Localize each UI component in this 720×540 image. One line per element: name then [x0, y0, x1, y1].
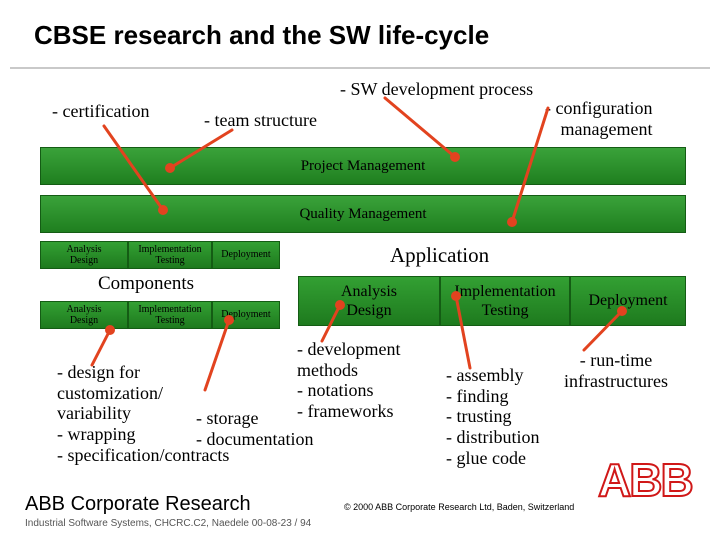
label-certification: - certification — [52, 101, 150, 121]
connector-dot-component-deployment — [224, 315, 234, 325]
connector-dot-app-analysis — [335, 300, 345, 310]
connector-dot-project-management-right — [450, 152, 460, 162]
connector-app-deployment — [582, 309, 624, 352]
label-sw-process: - SW development process — [340, 79, 534, 99]
title-divider — [10, 67, 710, 69]
connector-dot-quality-management-right — [507, 217, 517, 227]
connector-app-implementation — [454, 294, 472, 370]
connector-app-analysis — [320, 303, 342, 343]
application-label: Application — [390, 243, 490, 267]
note-design: - design for customization/ variability … — [57, 362, 230, 465]
connector-team-structure — [168, 128, 234, 170]
connector-dot-app-implementation — [451, 291, 461, 301]
label-team-structure: - team structure — [204, 110, 317, 130]
abb-logo-graphic: ABB — [597, 453, 695, 507]
connector-dot-app-deployment — [617, 306, 627, 316]
component-implementation-testing-2: Implementation Testing — [128, 301, 212, 329]
quality-management-label: Quality Management — [299, 206, 427, 222]
footer-organization: ABB Corporate Research — [25, 493, 251, 515]
connector-configuration — [510, 106, 550, 224]
app-deployment: Deployment — [570, 276, 686, 326]
component-deployment-2: Deployment — [212, 301, 280, 329]
connector-dot-component-design — [105, 325, 115, 335]
component-deployment-1: Deployment — [212, 241, 280, 269]
connector-component-design — [90, 328, 112, 367]
note-storage: - storage - documentation — [196, 408, 314, 449]
connector-component-deployment — [203, 318, 231, 392]
component-analysis-design-1: Analysis Design — [40, 241, 128, 269]
project-management-bar: Project Management — [40, 147, 686, 185]
components-label: Components — [98, 273, 195, 294]
note-development: - development methods - notations - fram… — [297, 339, 401, 422]
connector-dot-quality-management — [158, 205, 168, 215]
app-analysis-design: Analysis Design — [298, 276, 440, 326]
footer-copyright: © 2000 ABB Corporate Research Ltd, Baden… — [344, 502, 575, 512]
project-management-label: Project Management — [300, 158, 426, 174]
note-runtime: - run-time infrastructures — [564, 350, 668, 391]
note-assembly: - assembly - finding - trusting - distri… — [446, 365, 540, 468]
footer-subtitle: Industrial Software Systems, CHCRC.C2, N… — [25, 518, 312, 529]
component-analysis-design-2: Analysis Design — [40, 301, 128, 329]
component-implementation-testing-1: Implementation Testing — [128, 241, 212, 269]
connector-dot-project-management-left — [165, 163, 175, 173]
quality-management-bar: Quality Management — [40, 195, 686, 233]
abb-logo-text: ABB — [598, 456, 692, 504]
abb-logo: ABB — [596, 453, 706, 514]
connector-sw-process — [383, 96, 457, 159]
connector-certification — [102, 124, 165, 212]
slide-title: CBSE research and the SW life-cycle — [34, 20, 490, 50]
